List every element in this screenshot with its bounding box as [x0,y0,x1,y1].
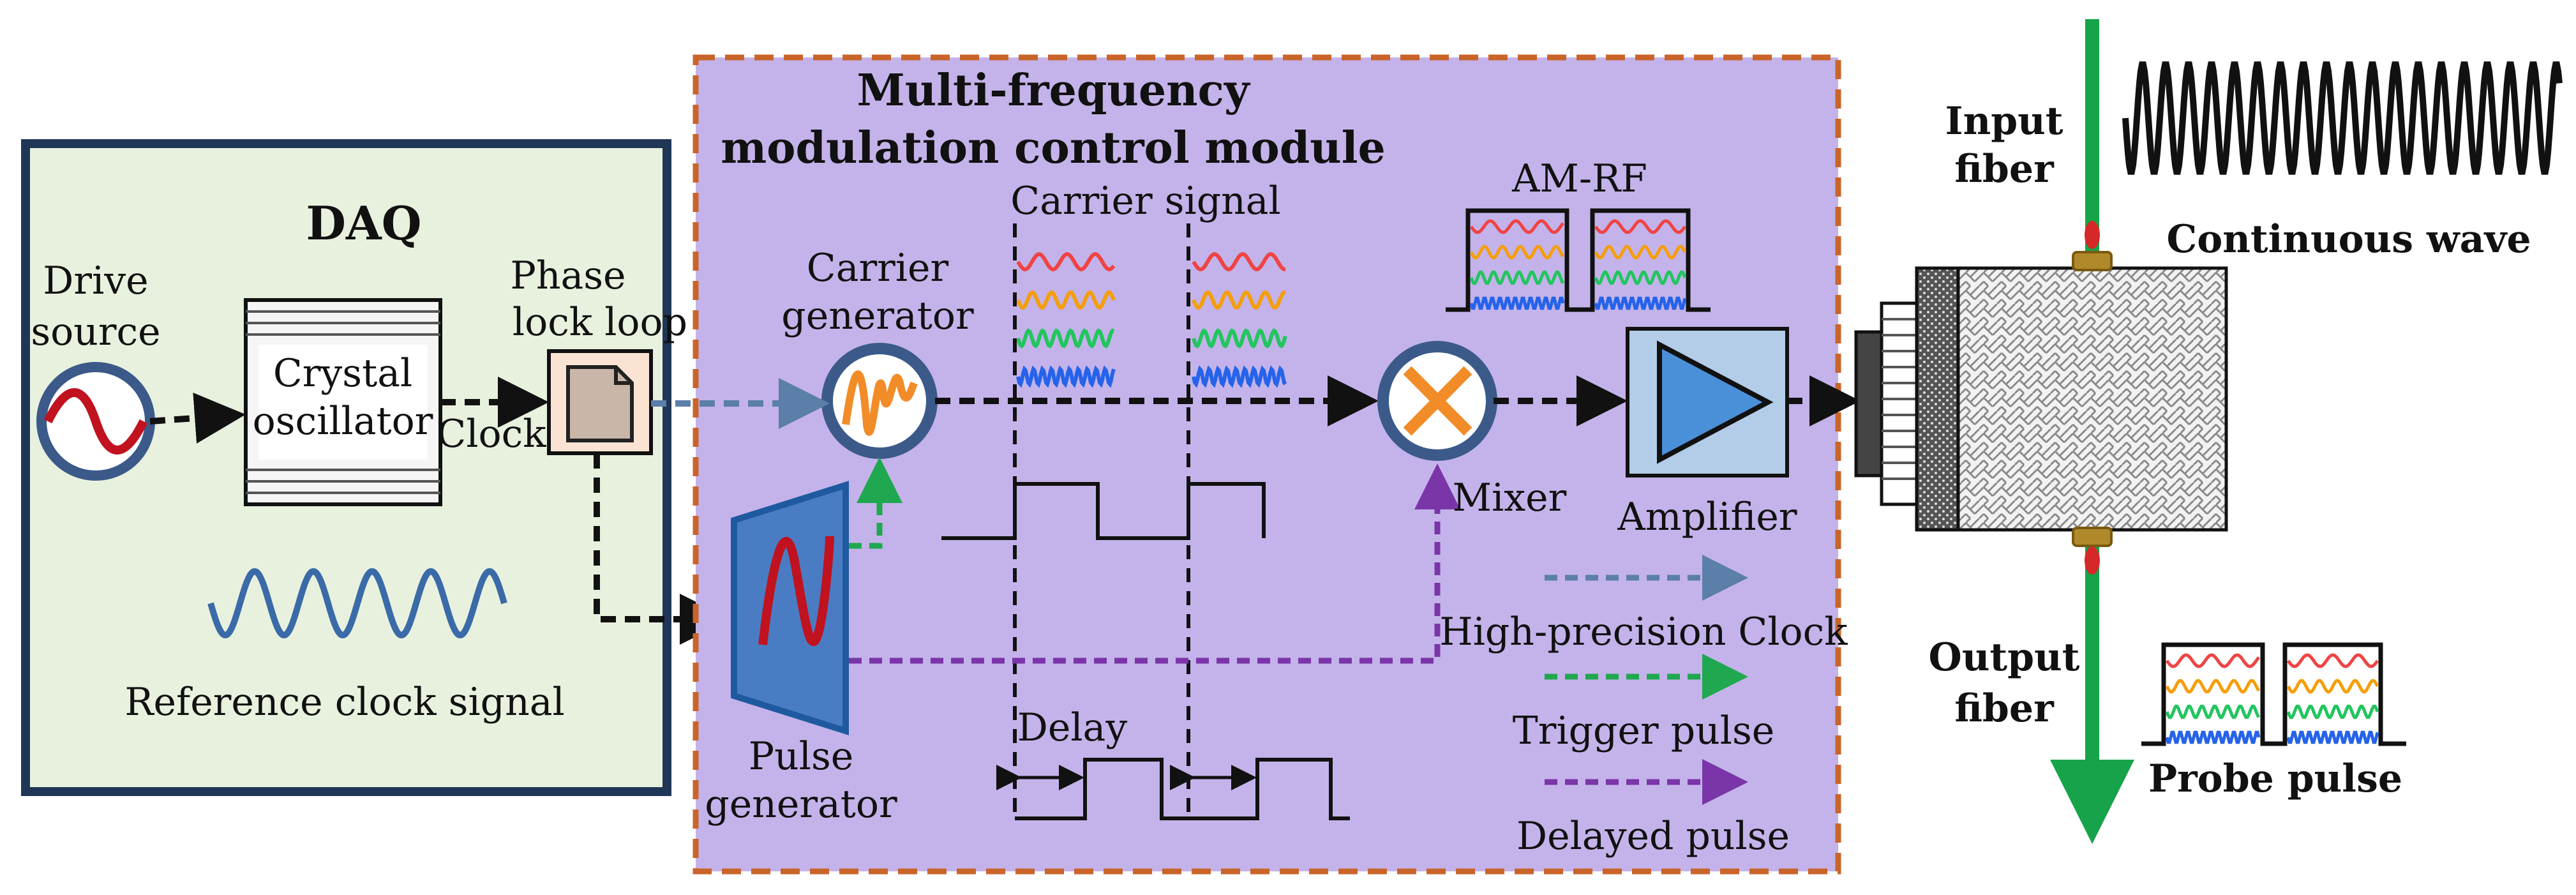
arrow-source-to-crystal [149,393,246,444]
legend-label-trigger: Trigger pulse [1513,709,1775,753]
am-rf-1-wave-2 [1469,270,1565,285]
am-rf-signal [1446,208,1711,312]
pll-label-1: Phase [510,253,625,298]
arrow-pulse-to-mixer [849,463,1460,664]
carrier-set-1-wave-1 [1016,290,1116,310]
carrier-signal-set-2 [1192,252,1287,388]
carrier-set-1-wave-0 [1016,252,1116,271]
pulse-gen-label-2: generator [705,782,897,827]
delay-label: Delay [1017,705,1128,750]
carrier-signal-set-1 [1016,252,1116,388]
trapezoid-sine-icon [731,481,849,735]
am-rf-1-wave-3 [1469,296,1565,310]
input-fiber-label-1: Input [1945,99,2063,144]
carrier-set-2-wave-2 [1192,328,1287,349]
carrier-set-1-wave-3 [1016,365,1116,388]
output-fiber-label-1: Output [1929,635,2080,680]
probe-envelope [2141,642,2406,746]
carrier-set-2-wave-3 [1192,365,1287,388]
probe-pulse-signal [2141,642,2406,746]
pulse-generator: Pulse generator [705,481,897,827]
fiber-module [1854,19,2228,844]
carrier-set-2-wave-0 [1192,252,1285,271]
trigger-pulse-waveform [941,482,1266,540]
probe-2-wave-2 [2286,704,2379,719]
carrier-generator-icon [821,343,938,459]
carrier-signal-label: Carrier signal [1010,179,1281,223]
input-fiber-label-2: fiber [1954,147,2055,192]
am-rf-1-wave-1 [1469,244,1565,260]
arrow-trigger-to-carrier [849,457,902,549]
continuous-wave-label: Continuous wave [2166,217,2531,262]
crystal-label-1: Crystal [273,351,412,396]
am-rf-2-wave-3 [1594,296,1687,310]
arrow-pll-to-pulse [594,453,731,645]
pll-label-2: lock loop [513,300,687,345]
am-rf-label: AM-RF [1511,156,1647,201]
clock-label: Clock [437,412,546,456]
module-title-2: modulation control module [721,123,1386,174]
mixer: Mixer [1377,341,1567,520]
am-rf-envelope [1446,208,1711,312]
am-rf-2-wave-1 [1594,244,1687,260]
crystal-oscillator-icon [244,298,442,506]
legend-label-clock: High-precision Clock [1439,610,1848,654]
sine-source-icon [36,362,155,481]
mixer-label: Mixer [1453,476,1567,520]
triangle-amplifier-icon [1657,340,1774,464]
probe-1-wave-1 [2165,679,2261,694]
legend-label-delayed: Delayed pulse [1516,814,1790,859]
drive-source-label-2: source [31,310,160,354]
reference-clock: Reference clock signal [124,568,565,725]
drive-source: Drive source [31,259,161,481]
output-fiber-label-2: fiber [1954,686,2055,731]
probe-1-wave-3 [2165,730,2261,744]
amplifier: Amplifier [1617,327,1797,539]
crystal-oscillator: Crystal oscillator [244,298,442,506]
carrier-gen-label-1: Carrier [807,246,949,290]
drive-source-label-1: Drive [43,259,148,303]
delay-waveform: Delay [996,705,1350,820]
legend: High-precision Clock Trigger pulse Delay… [1439,555,1848,859]
probe-1-wave-2 [2165,704,2261,719]
document-icon [566,365,634,442]
am-rf-1-wave-0 [1469,219,1564,234]
probe-pulse-label: Probe pulse [2148,756,2402,801]
multiply-icon [1377,341,1497,461]
carrier-set-1-wave-2 [1016,328,1115,349]
daq-title: DAQ [306,196,421,250]
wave-icon [207,568,507,638]
crystal-label-2: oscillator [253,399,433,444]
probe-2-wave-1 [2286,679,2379,694]
probe-2-wave-3 [2286,730,2379,744]
module-title-1: Multi-frequency [857,65,1251,116]
am-rf-2-wave-2 [1594,270,1687,285]
probe-1-wave-0 [2165,653,2260,668]
amplifier-label: Amplifier [1617,495,1797,539]
probe-2-wave-0 [2286,653,2379,668]
pulse-gen-label-1: Pulse [749,734,854,779]
carrier-gen-label-2: generator [781,294,974,338]
am-rf-2-wave-0 [1594,219,1687,234]
reference-clock-label: Reference clock signal [124,680,564,725]
continuous-wave-icon [2122,61,2563,175]
carrier-set-2-wave-1 [1192,290,1286,310]
fiber-module-icon [1854,221,2228,575]
